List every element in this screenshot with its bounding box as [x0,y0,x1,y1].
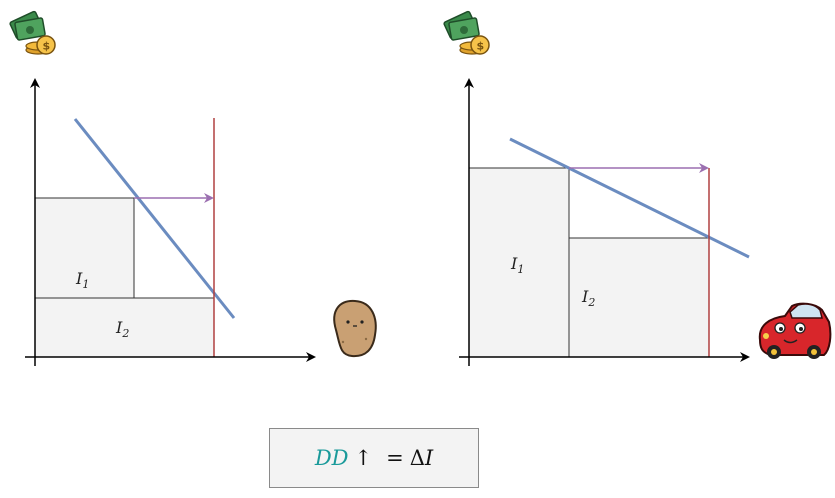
svg-text:$: $ [43,40,51,53]
right-panel: I1 I2 $ [443,10,832,366]
svg-text:$: $ [477,40,485,53]
left-label-i1: I1 [75,269,89,291]
formula-variable: I [424,446,434,470]
formula-delta: Δ [409,446,425,470]
left-area-i2 [34,297,215,358]
formula-box: DD ↑ = Δ I [269,428,479,488]
left-label-i2: I2 [115,318,129,340]
left-panel: I1 I2 $ [9,10,377,366]
money-stack-icon: $ [443,10,490,55]
right-label-i1: I1 [510,254,524,276]
money-stack-icon: $ [9,10,56,55]
formula-up-arrow: ↑ [354,446,373,470]
right-area-i1 [468,167,570,358]
formula-dd: DD [314,446,349,470]
formula-equals: = [386,446,404,470]
potato-icon [333,299,377,358]
right-label-i2: I2 [581,287,595,309]
red-car-icon [758,302,832,359]
left-area-i1 [34,197,135,299]
left-demand-line [73,118,236,319]
